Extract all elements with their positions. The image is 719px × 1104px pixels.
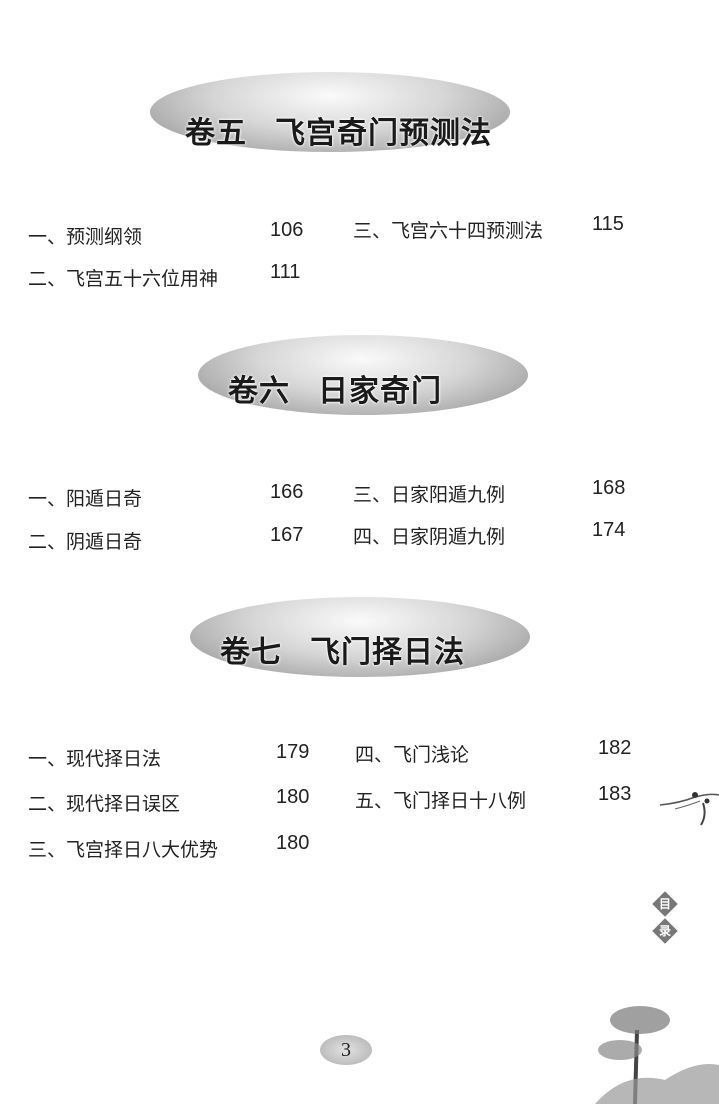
section-banner — [150, 72, 510, 152]
toc-entry[interactable]: 三、飞宫择日八大优势 — [28, 839, 219, 861]
section-banner — [190, 597, 530, 677]
volume-label: 卷七 — [220, 635, 282, 670]
toc-entry[interactable]: 四、飞门浅论 — [355, 744, 470, 766]
toc-entry[interactable]: 一、阳遁日奇 — [28, 488, 143, 510]
section-banner — [198, 335, 528, 415]
toc-entry[interactable]: 三、飞宫六十四预测法 — [353, 220, 544, 242]
toc-page: 174 — [592, 519, 626, 541]
branch-illustration-icon — [659, 792, 719, 826]
toc-page: 168 — [592, 477, 626, 499]
toc-page: 106 — [270, 219, 304, 241]
toc-page: 180 — [276, 786, 310, 808]
toc-entry[interactable]: 二、飞宫五十六位用神 — [28, 268, 219, 290]
toc-page: 179 — [276, 741, 310, 763]
pine-tree-illustration-icon — [595, 1006, 719, 1104]
toc-entry[interactable]: 四、日家阴遁九例 — [353, 526, 506, 548]
toc-page: 180 — [276, 832, 310, 854]
toc-entry[interactable]: 二、阴遁日奇 — [28, 531, 143, 553]
page-number: 3 — [320, 1035, 372, 1065]
toc-page: 115 — [592, 213, 624, 235]
toc-entry[interactable]: 一、现代择日法 — [28, 748, 162, 770]
section-heading: 卷七飞门择日法 — [220, 627, 465, 671]
toc-entry[interactable]: 五、飞门择日十八例 — [355, 790, 527, 812]
toc-page: 166 — [270, 481, 304, 503]
side-label-char: 录 — [652, 918, 678, 944]
volume-title: 飞宫奇门预测法 — [275, 116, 492, 151]
volume-title: 日家奇门 — [318, 374, 442, 409]
side-label-char: 目 — [652, 891, 678, 917]
section-heading: 卷五飞宫奇门预测法 — [185, 108, 492, 152]
volume-label: 卷六 — [228, 374, 290, 409]
toc-page: 167 — [270, 524, 304, 546]
volume-label: 卷五 — [185, 116, 247, 151]
volume-title: 飞门择日法 — [310, 635, 465, 670]
toc-page: 182 — [598, 737, 632, 759]
toc-page: 111 — [270, 261, 301, 283]
toc-entry[interactable]: 三、日家阳遁九例 — [353, 484, 506, 506]
toc-entry[interactable]: 一、预测纲领 — [28, 226, 143, 248]
section-heading: 卷六日家奇门 — [228, 366, 442, 410]
toc-entry[interactable]: 二、现代择日误区 — [28, 793, 181, 815]
toc-page: 183 — [598, 783, 632, 805]
